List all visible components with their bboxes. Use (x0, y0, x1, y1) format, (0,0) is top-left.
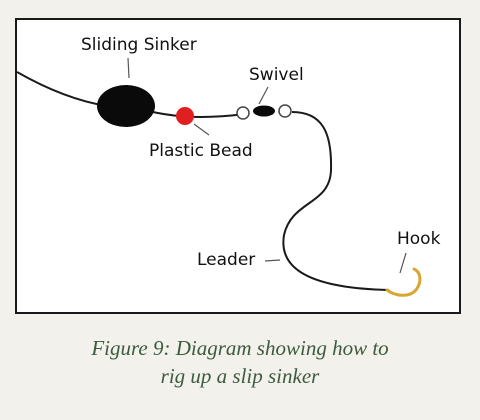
swivel-pointer (258, 86, 269, 105)
sliding-sinker (97, 85, 155, 127)
line-segment (144, 109, 246, 118)
rig-diagram: Sliding Sinker Swivel Plastic Bead Leade… (17, 35, 441, 297)
plastic-bead-label: Plastic Bead (149, 141, 253, 161)
bead-pointer (193, 123, 210, 136)
swivel-body (253, 105, 275, 117)
swivel-ring-right (278, 104, 292, 118)
caption-line-1: Figure 9: Diagram showing how to (91, 336, 389, 360)
hook-icon (385, 267, 422, 297)
sinker-pointer (127, 57, 130, 79)
leader-label: Leader (197, 250, 255, 270)
swivel-label: Swivel (249, 65, 304, 85)
plastic-bead (176, 107, 194, 125)
hook-pointer (399, 252, 407, 274)
swivel-ring-left (236, 106, 250, 120)
diagram-frame: Sliding Sinker Swivel Plastic Bead Leade… (15, 18, 461, 314)
leader-line (282, 111, 390, 291)
leader-pointer (264, 259, 281, 262)
caption-line-2: rig up a slip sinker (160, 364, 320, 388)
sliding-sinker-label: Sliding Sinker (81, 35, 197, 55)
hook-label: Hook (397, 229, 441, 249)
figure-caption: Figure 9: Diagram showing how to rig up … (0, 334, 480, 390)
main-line (17, 71, 108, 107)
